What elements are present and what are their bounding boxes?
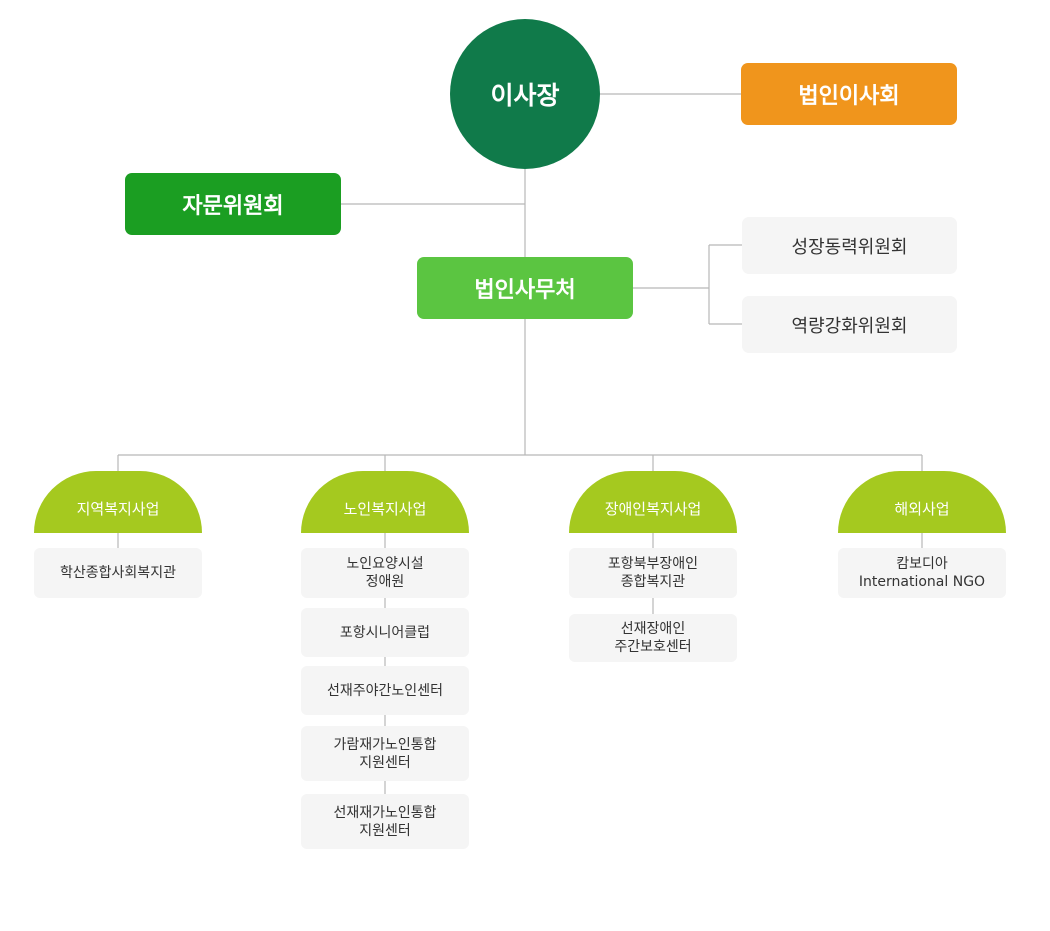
facility-box: 노인요양시설 정애원 — [301, 548, 469, 598]
facility-box: 선재주야간노인센터 — [301, 666, 469, 715]
advisory-committee-node: 자문위원회 — [125, 173, 341, 235]
facility-box: 포항시니어클럽 — [301, 608, 469, 657]
facility-box: 선재장애인 주간보호센터 — [569, 614, 737, 662]
committee-node: 역량강화위원회 — [742, 296, 957, 353]
division-header: 해외사업 — [838, 471, 1006, 533]
division-header: 지역복지사업 — [34, 471, 202, 533]
secretariat-node: 법인사무처 — [417, 257, 633, 319]
facility-box: 캄보디아 International NGO — [838, 548, 1006, 598]
facility-box: 선재재가노인통합 지원센터 — [301, 794, 469, 849]
facility-box: 포항북부장애인 종합복지관 — [569, 548, 737, 598]
facility-box: 가람재가노인통합 지원센터 — [301, 726, 469, 781]
board-node: 법인이사회 — [741, 63, 957, 125]
division-header: 노인복지사업 — [301, 471, 469, 533]
chairman-node: 이사장 — [450, 19, 600, 169]
division-header: 장애인복지사업 — [569, 471, 737, 533]
facility-box: 학산종합사회복지관 — [34, 548, 202, 598]
committee-node: 성장동력위원회 — [742, 217, 957, 274]
